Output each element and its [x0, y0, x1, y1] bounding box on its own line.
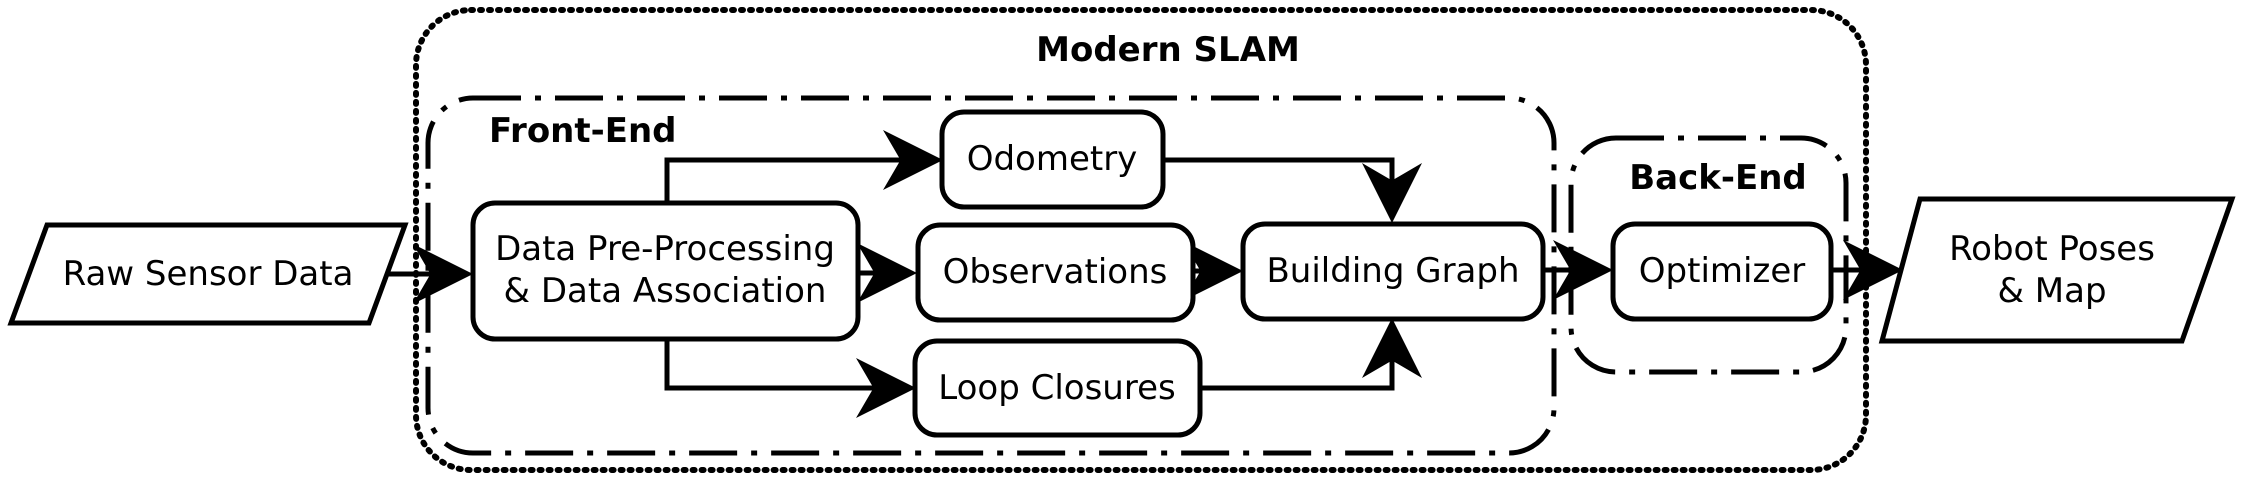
modern-slam-title: Modern SLAM — [1036, 30, 1300, 70]
odometry-node: Odometry — [939, 109, 1166, 210]
front-end-title: Front-End — [489, 111, 677, 151]
robot-poses-map-label-line2: & Map — [1997, 271, 2106, 311]
back-end-group — [1568, 135, 1849, 375]
edge-loop-closures-to-building-graph — [1200, 318, 1422, 391]
loop-closures-node: Loop Closures — [912, 338, 1203, 438]
optimizer-label: Optimizer — [1639, 251, 1805, 291]
loop-closures-label: Loop Closures — [938, 368, 1175, 408]
building-graph-box — [1240, 221, 1546, 322]
robot-poses-map-node: Robot Poses & Map — [1878, 196, 2236, 344]
robot-poses-map-shape — [1878, 196, 2236, 344]
building-graph-node: Building Graph — [1240, 221, 1546, 322]
loop-closures-box — [912, 338, 1203, 438]
preprocessing-node: Data Pre-Processing & Data Association — [470, 200, 861, 342]
edge-odometry-to-building-graph — [1163, 157, 1422, 223]
preprocessing-label-line2: & Data Association — [504, 271, 827, 311]
preprocessing-label-line1: Data Pre-Processing — [495, 229, 835, 269]
back-end-title: Back-End — [1629, 158, 1807, 198]
observations-box — [915, 222, 1196, 323]
odometry-box — [939, 109, 1166, 210]
edge-preprocessing-to-odometry — [664, 130, 943, 203]
preprocessing-box — [470, 200, 861, 342]
building-graph-label: Building Graph — [1266, 251, 1519, 291]
optimizer-box — [1610, 221, 1834, 322]
observations-node: Observations — [915, 222, 1196, 323]
raw-sensor-data-shape — [7, 222, 409, 326]
observations-label: Observations — [943, 252, 1168, 292]
robot-poses-map-label-line1: Robot Poses — [1949, 229, 2155, 269]
optimizer-node: Optimizer — [1610, 221, 1834, 322]
edge-preprocessing-to-loop-closures — [664, 339, 916, 418]
odometry-label: Odometry — [967, 139, 1138, 179]
edges — [388, 130, 1903, 418]
raw-sensor-data-label: Raw Sensor Data — [63, 254, 354, 294]
raw-sensor-data-node: Raw Sensor Data — [7, 222, 409, 326]
